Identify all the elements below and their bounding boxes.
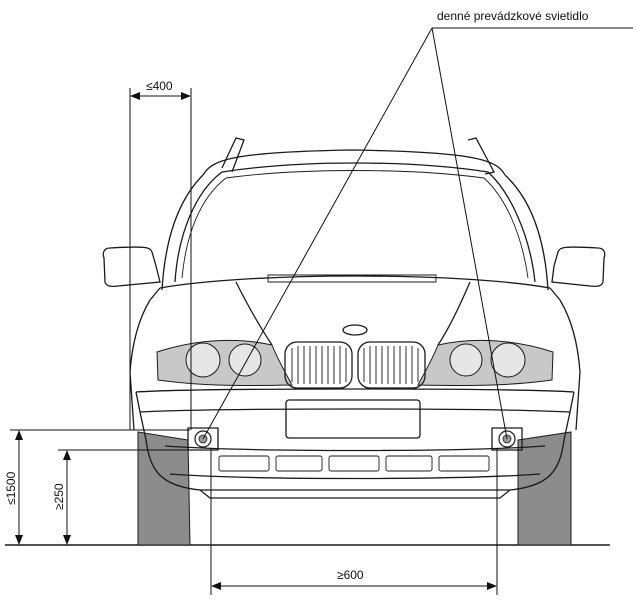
daytime-running-lamp-right: [491, 427, 523, 451]
car-body: [102, 137, 606, 499]
tires: [137, 431, 572, 546]
dim-left-1500: [10, 429, 190, 545]
callout-label: denné prevádzkové svietidlo: [437, 9, 589, 23]
dim-left-inner-label: ≥250: [52, 483, 66, 510]
license-plate: [285, 399, 421, 439]
dim-bottom-label: ≥600: [337, 568, 364, 582]
kidney-grille: [284, 341, 426, 389]
dim-top-label: ≤400: [146, 79, 173, 93]
left-headlight: [156, 339, 293, 386]
callout-lines: [202, 27, 633, 440]
dim-bottom-600: [210, 448, 498, 595]
dim-left-250: [58, 449, 190, 545]
dim-top-400: [129, 88, 192, 430]
dim-left-outer-label: ≤1500: [4, 471, 18, 505]
right-headlight: [417, 339, 554, 386]
